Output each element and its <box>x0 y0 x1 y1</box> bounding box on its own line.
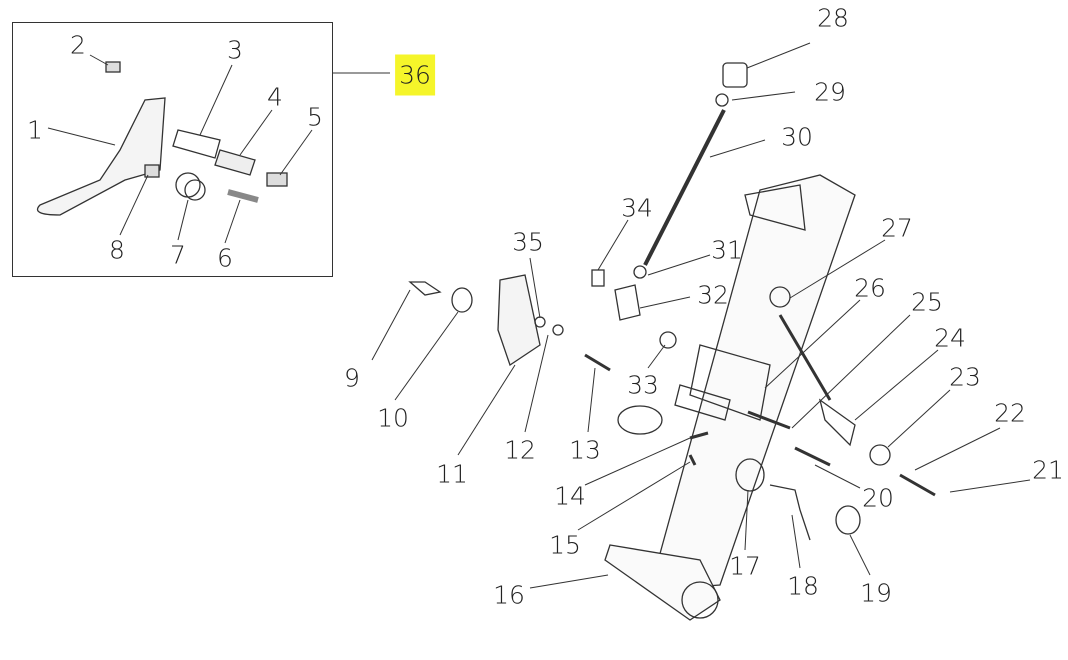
part-label: 26 <box>854 273 886 303</box>
part-label: 15 <box>549 530 581 560</box>
part-label: 31 <box>711 235 743 265</box>
part-label: 2 <box>70 30 86 60</box>
part-label: 33 <box>627 370 659 400</box>
main-parts <box>408 62 936 621</box>
part-label: 18 <box>787 571 819 601</box>
inset-box-handle-assembly <box>12 22 333 277</box>
part-label: 12 <box>504 435 536 465</box>
inset-parts <box>36 61 288 216</box>
part-label: 6 <box>217 243 233 273</box>
part-label: 24 <box>934 323 966 353</box>
part-label: 19 <box>860 578 892 608</box>
part-label: 13 <box>569 435 601 465</box>
part-label: 34 <box>621 193 653 223</box>
part-label: 28 <box>817 3 849 33</box>
part-label: 7 <box>170 240 186 270</box>
part-label: 21 <box>1032 455 1064 485</box>
part-label: 29 <box>814 77 846 107</box>
part-label: 17 <box>729 551 761 581</box>
part-label: 27 <box>881 213 913 243</box>
part-label: 22 <box>994 398 1026 428</box>
part-label: 16 <box>493 580 525 610</box>
part-label: 1 <box>27 115 43 145</box>
part-label: 8 <box>109 235 125 265</box>
part-label: 20 <box>862 483 894 513</box>
leader-lines <box>47 42 1031 589</box>
part-label: 10 <box>377 403 409 433</box>
part-label: 35 <box>512 227 544 257</box>
part-label: 5 <box>307 102 323 132</box>
part-label: 11 <box>436 459 468 489</box>
part-label: 23 <box>949 362 981 392</box>
part-label: 14 <box>554 481 586 511</box>
part-label: 30 <box>781 122 813 152</box>
assembly-label-highlighted: 36 <box>395 54 435 96</box>
part-label: 3 <box>227 35 243 65</box>
part-label: 32 <box>697 280 729 310</box>
part-label: 25 <box>911 287 943 317</box>
part-label: 4 <box>267 82 283 112</box>
part-label: 9 <box>344 363 360 393</box>
